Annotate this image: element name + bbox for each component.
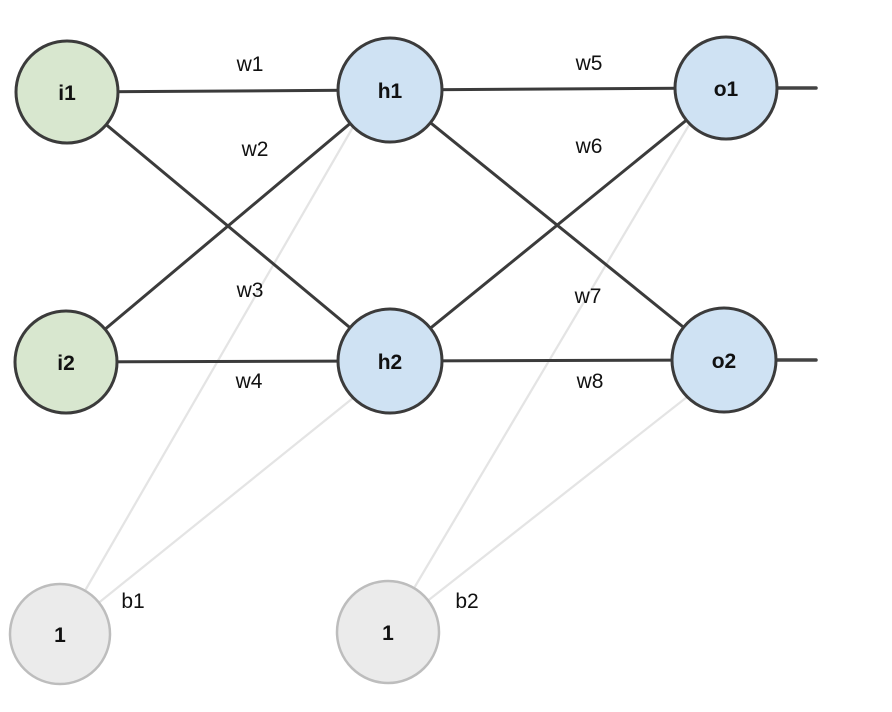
edge-bias2-o2 (387, 396, 688, 633)
weight-label-w8: w8 (576, 370, 604, 393)
weight-label-w5: w5 (575, 52, 603, 75)
edge-bias1-h2 (59, 397, 354, 635)
node-i1 (14, 39, 120, 145)
weight-label-w2: w2 (241, 138, 269, 161)
node-h1-label: h1 (378, 80, 403, 103)
weight-label-w6: w6 (575, 135, 603, 158)
nodes (8, 35, 779, 686)
edge-h2-o1 (389, 86, 727, 363)
bias-label-b2: b2 (455, 590, 478, 613)
weight-edges (65, 86, 727, 364)
node-labels: i1 i2 h1 h2 o1 o2 1 1 (54, 78, 738, 647)
edge-bias1-h1 (59, 126, 354, 635)
weight-label-w7: w7 (574, 285, 602, 308)
node-h1 (336, 36, 444, 144)
node-i1-label: i1 (58, 82, 76, 105)
node-bias1-label: 1 (54, 624, 66, 647)
node-bias2 (335, 579, 441, 685)
node-o2 (670, 306, 778, 414)
edge-i2-h1 (65, 88, 391, 364)
weight-label-w4: w4 (235, 370, 263, 393)
edge-labels: w1 w2 w3 w4 w5 w6 w7 w8 b1 b2 (121, 52, 603, 613)
edge-i2-h2 (65, 359, 391, 364)
node-o2-label: o2 (712, 350, 737, 373)
bias-label-b1: b1 (121, 590, 144, 613)
edge-i1-h1 (66, 88, 391, 94)
bias-edges (59, 124, 690, 635)
edge-bias2-o1 (387, 124, 690, 633)
edge-h1-o1 (389, 86, 727, 92)
node-i2-label: i2 (57, 352, 75, 375)
node-bias1 (8, 582, 112, 686)
node-h2 (336, 307, 444, 415)
node-o1-label: o1 (714, 78, 739, 101)
node-h2-label: h2 (378, 351, 403, 374)
weight-label-w3: w3 (236, 279, 264, 302)
node-bias2-label: 1 (382, 622, 394, 645)
node-o1 (673, 35, 779, 141)
edge-h2-o2 (389, 358, 725, 363)
node-i2 (13, 309, 119, 415)
weight-label-w1: w1 (236, 53, 264, 76)
